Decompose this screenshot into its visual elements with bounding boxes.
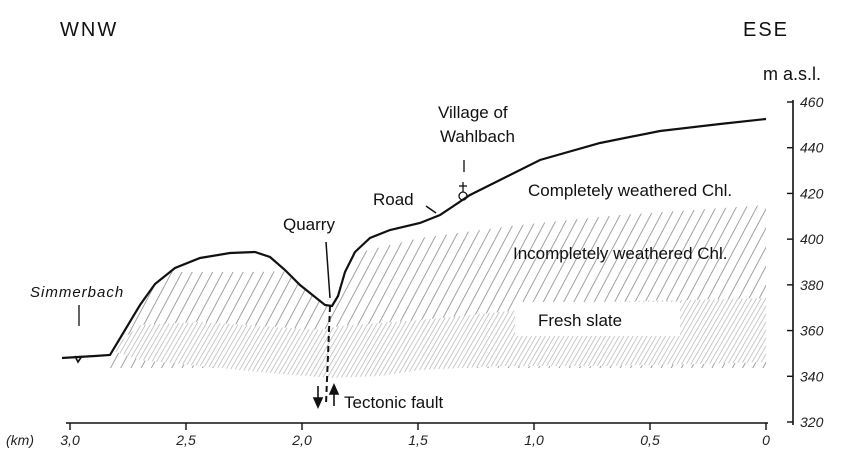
y-axis-unit: m a.s.l. (763, 64, 821, 84)
y-tick-label: 420 (800, 185, 824, 201)
tectonic-fault-label: Tectonic fault (344, 393, 443, 412)
x-axis-unit: (km) (6, 432, 34, 448)
quarry-pointer (325, 241, 331, 299)
x-tick-label: 0,5 (640, 432, 660, 448)
x-tick-label: 1,0 (524, 432, 544, 448)
church-icon (458, 182, 468, 201)
completely-weathered-label: Completely weathered Chl. (528, 181, 732, 200)
y-tick-label: 360 (800, 323, 824, 339)
road-label: Road (373, 190, 414, 209)
geology-layers (110, 205, 766, 378)
direction-left-label: WNW (60, 19, 118, 41)
x-tick-label: 2,5 (175, 432, 196, 448)
x-tick-label: 0 (762, 432, 770, 448)
y-axis-ticks: 460 440 420 400 380 360 340 320 (787, 94, 824, 430)
simmerbach-label: Simmerbach (30, 284, 124, 301)
x-axis-ticks: 3,0 2,5 2,0 1,5 1,0 0,5 0 (60, 423, 770, 448)
fault-arrows (312, 383, 340, 409)
x-tick-label: 1,5 (408, 432, 428, 448)
river-notch (74, 355, 83, 364)
y-tick-label: 320 (800, 414, 824, 430)
quarry-label: Quarry (283, 215, 335, 234)
y-tick-label: 380 (800, 277, 824, 293)
y-tick-label: 440 (800, 140, 824, 156)
y-tick-label: 460 (800, 94, 824, 110)
fresh-slate-label-box (515, 302, 680, 336)
fresh-slate-label: Fresh slate (538, 311, 622, 330)
y-tick-label: 400 (800, 231, 824, 247)
incompletely-weathered-label: Incompletely weathered Chl. (513, 244, 728, 263)
y-tick-label: 340 (800, 368, 824, 384)
road-pointer (425, 205, 437, 214)
direction-right-label: ESE (743, 19, 789, 41)
fault-line (325, 305, 331, 405)
village-label-line2: Wahlbach (440, 127, 515, 146)
village-label-line1: Village of (438, 103, 508, 122)
terrain-profile-line (61, 117, 767, 360)
x-tick-label: 3,0 (60, 432, 80, 448)
x-tick-label: 2,0 (291, 432, 312, 448)
